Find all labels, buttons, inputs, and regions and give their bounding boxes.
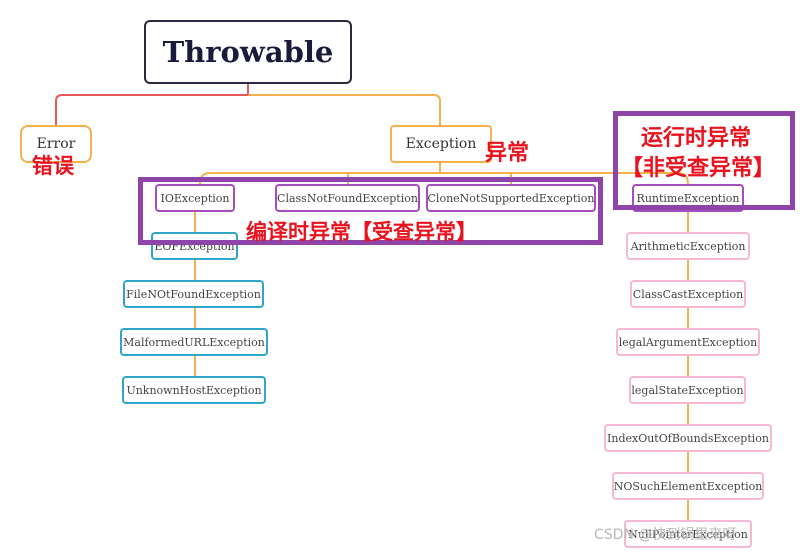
- node-illegalargument: legalArgumentException: [616, 328, 760, 356]
- node-label: Exception: [405, 136, 477, 152]
- node-classnotfound: ClassNotFoundException: [275, 184, 420, 212]
- node-classcast: ClassCastException: [630, 280, 746, 308]
- node-exception: Exception: [390, 125, 492, 163]
- node-indexoutofbounds: IndexOutOfBoundsException: [604, 424, 772, 452]
- node-label: legalArgumentException: [618, 335, 758, 349]
- node-label: NullPointerException: [628, 527, 748, 541]
- node-label: ClassCastException: [632, 287, 744, 301]
- node-nullpointer: NullPointerException: [624, 520, 752, 548]
- runtime-label-line2: 【非受查异常】: [621, 156, 776, 181]
- watermark: CSDN @快到锅里来呀: [594, 527, 737, 543]
- node-label: MalformedURLException: [123, 335, 265, 349]
- exception-cn-label: 异常: [485, 141, 530, 166]
- node-unknownhost: UnknownHostException: [122, 376, 266, 404]
- node-label: legalStateException: [631, 383, 744, 397]
- node-label: UnknownHostException: [126, 383, 262, 397]
- node-label: ArithmeticException: [630, 239, 746, 253]
- error-cn-label: 错误: [32, 154, 74, 178]
- runtime-exception-frame: [613, 111, 795, 210]
- node-throwable: Throwable: [144, 20, 352, 84]
- checked-exception-frame: [138, 177, 603, 245]
- node-label: RuntimeException: [636, 191, 740, 205]
- node-label: Throwable: [162, 35, 334, 69]
- node-illegalstate: legalStateException: [629, 376, 746, 404]
- node-malformedurl: MalformedURLException: [120, 328, 268, 356]
- node-label: Error: [36, 136, 76, 152]
- node-clonenotsupported: CloneNotSupportedException: [426, 184, 596, 212]
- node-label: NOSuchElementException: [613, 479, 763, 493]
- node-ioexception: IOException: [155, 184, 235, 212]
- runtime-label-line1: 运行时异常: [641, 126, 752, 151]
- node-label: IOException: [160, 191, 230, 205]
- node-label: FileNOtFoundException: [126, 287, 261, 301]
- node-error: Error: [20, 125, 92, 163]
- checked-exception-label: 编译时异常【受查异常】: [246, 220, 477, 244]
- node-arithmetic: ArithmeticException: [626, 232, 750, 260]
- node-label: IndexOutOfBoundsException: [607, 431, 769, 445]
- node-filenotfound: FileNOtFoundException: [123, 280, 264, 308]
- node-nosuchelement: NOSuchElementException: [612, 472, 764, 500]
- node-label: ClassNotFoundException: [277, 191, 418, 205]
- node-label: CloneNotSupportedException: [427, 191, 595, 205]
